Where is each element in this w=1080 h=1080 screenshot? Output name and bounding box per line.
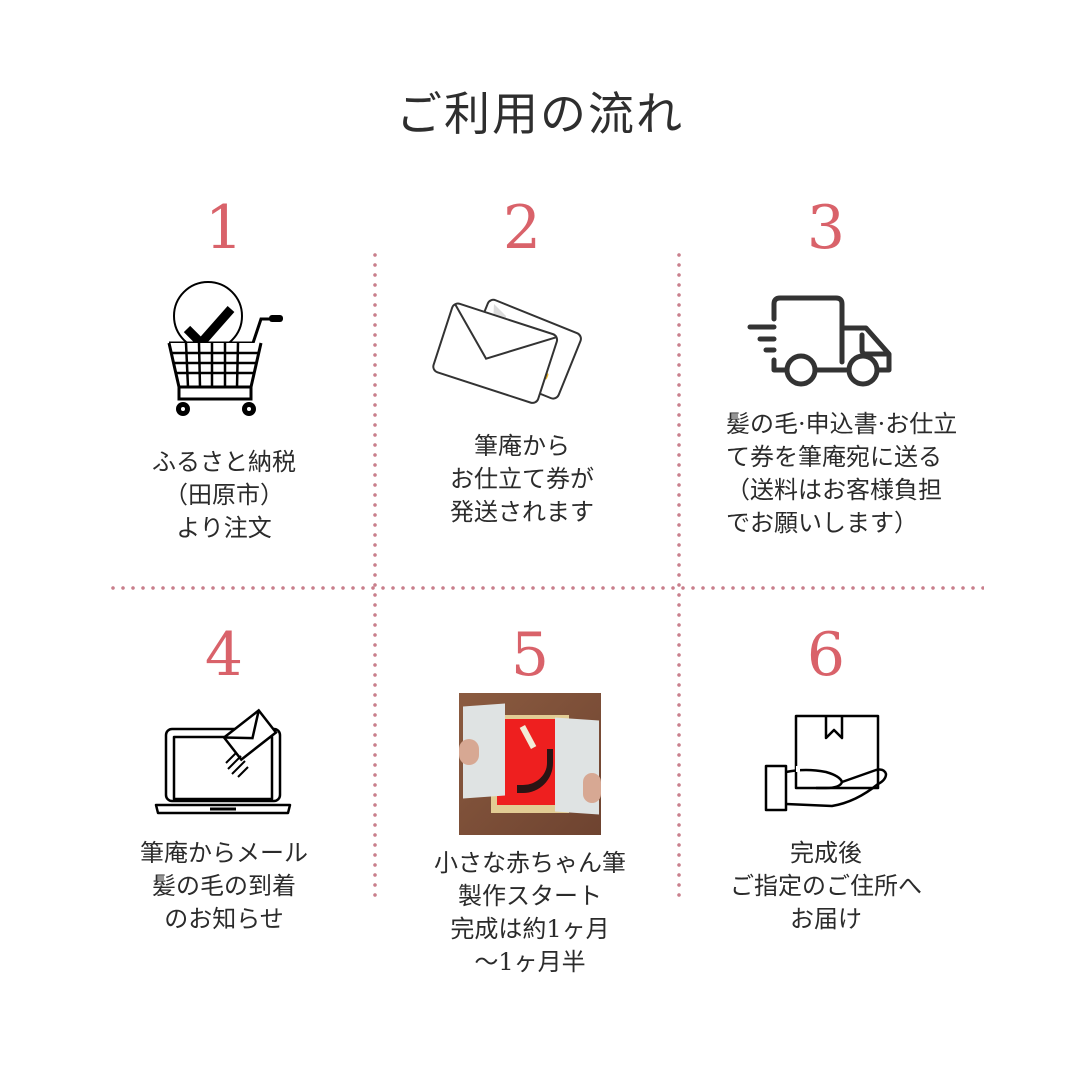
divider-vertical-right (677, 250, 681, 898)
step-number: 2 (502, 193, 542, 263)
step-2: 2 筆庵から お仕立て券が 発送されます (372, 198, 672, 529)
step-5: 5 小さな赤ちゃん筆 製作スタート 完成は約1ヶ月 ～1ヶ月半 (380, 625, 680, 979)
page-title: ご利用の流れ (396, 87, 684, 141)
step-number: 1 (204, 193, 244, 263)
divider-horizontal (108, 586, 984, 590)
hand-package-icon (676, 701, 976, 821)
step-description: 筆庵からメール 髪の毛の到着 のお知らせ (140, 839, 308, 933)
step-description: ふるさと納税 （田原市） より注文 (152, 448, 296, 542)
step-3: 3 髪の毛·申込書·お仕立 て券を筆庵宛に送る （送料はお客様負担 でお願いしま… (676, 198, 976, 540)
step-1: 1 ふるさと納税 （田原市） より注文 (74, 198, 374, 545)
shopping-cart-check-icon (74, 274, 374, 424)
step-number: 3 (806, 193, 846, 263)
delivery-truck-icon (676, 282, 976, 402)
baby-brush-photo (459, 693, 601, 835)
laptop-mail-icon (74, 697, 374, 827)
step-description: 完成後 ご指定のご住所へ お届け (730, 839, 922, 933)
step-6: 6 完成後 ご指定のご住所へ お届け (676, 625, 976, 936)
step-description: 小さな赤ちゃん筆 製作スタート 完成は約1ヶ月 ～1ヶ月半 (434, 849, 626, 976)
step-description: 髪の毛·申込書·お仕立 て券を筆庵宛に送る （送料はお客様負担 でお願いします） (726, 410, 958, 537)
step-4: 4 筆庵からメール 髪の毛の到着 のお知らせ (74, 625, 374, 936)
divider-vertical-left (373, 250, 377, 902)
step-description: 筆庵から お仕立て券が 発送されます (450, 432, 594, 526)
step-number: 4 (204, 620, 244, 690)
step-number: 6 (806, 620, 846, 690)
step-number: 5 (510, 620, 550, 690)
envelope-card-icon (372, 278, 672, 418)
